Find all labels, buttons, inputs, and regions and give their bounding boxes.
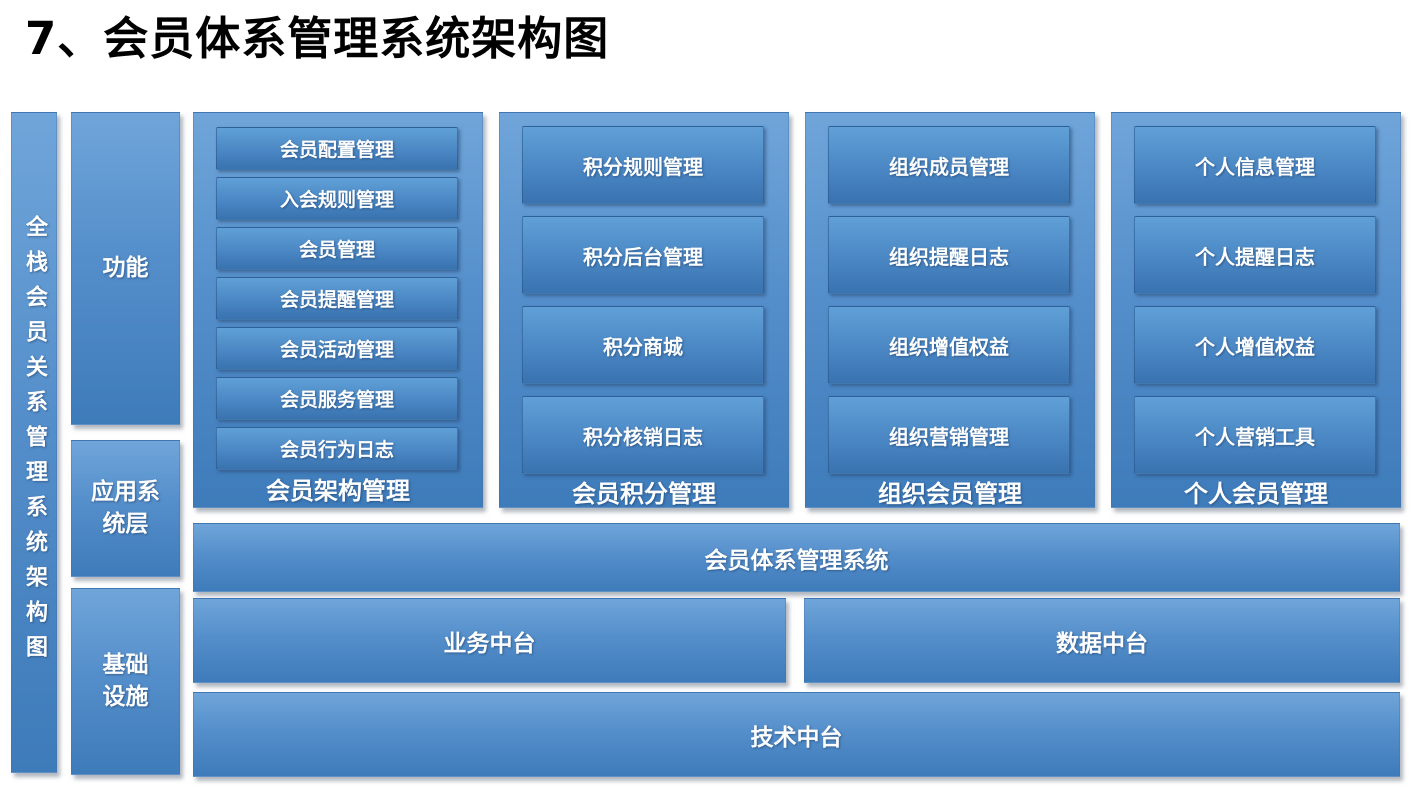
feature-box: 积分商城 xyxy=(522,306,764,384)
feature-box: 组织增值权益 xyxy=(828,306,1070,384)
feature-box-label: 个人信息管理 xyxy=(1195,154,1315,179)
feature-box-label: 会员提醒管理 xyxy=(279,289,394,311)
feature-box: 积分核销日志 xyxy=(522,396,764,474)
system-platform-bar: 会员体系管理系统 xyxy=(193,523,1400,592)
group-member-points: 积分规则管理 积分后台管理 积分商城 积分核销日志 会员积分管理 xyxy=(499,112,789,508)
feature-box: 会员服务管理 xyxy=(216,377,458,420)
group-member-architecture-label: 会员架构管理 xyxy=(266,477,410,505)
feature-box: 组织提醒日志 xyxy=(828,216,1070,294)
feature-box-label: 会员活动管理 xyxy=(279,339,394,361)
feature-box-label: 会员管理 xyxy=(298,239,375,261)
business-middle-platform-bar: 业务中台 xyxy=(193,598,786,683)
feature-box-label: 会员行为日志 xyxy=(279,439,394,461)
feature-box: 个人提醒日志 xyxy=(1134,216,1376,294)
technology-middle-platform-bar-label: 技术中台 xyxy=(750,724,843,751)
feature-box-label: 组织提醒日志 xyxy=(889,244,1009,269)
layer-application-system-label: 应用系 统层 xyxy=(91,479,160,537)
feature-box: 会员管理 xyxy=(216,227,458,270)
side-rail-label: 全栈会员关系管理系统架构图 xyxy=(22,215,47,670)
group-personal-member-label: 个人会员管理 xyxy=(1184,480,1328,508)
feature-box-label: 积分商城 xyxy=(603,334,683,359)
group-member-points-label: 会员积分管理 xyxy=(572,480,716,508)
feature-box-label: 组织增值权益 xyxy=(889,334,1009,359)
group-organization-member-items: 组织成员管理 组织提醒日志 组织增值权益 组织营销管理 xyxy=(806,113,1094,474)
group-member-architecture-items: 会员配置管理 入会规则管理 会员管理 会员提醒管理 会员活动管理 会员服务管理 … xyxy=(194,113,482,470)
layer-application-system: 应用系 统层 xyxy=(71,440,180,577)
feature-box-label: 组织营销管理 xyxy=(889,424,1009,449)
feature-box: 个人增值权益 xyxy=(1134,306,1376,384)
feature-box-label: 个人增值权益 xyxy=(1195,334,1315,359)
feature-box-label: 积分核销日志 xyxy=(583,424,703,449)
feature-box-label: 个人提醒日志 xyxy=(1195,244,1315,269)
group-member-architecture: 会员配置管理 入会规则管理 会员管理 会员提醒管理 会员活动管理 会员服务管理 … xyxy=(193,112,483,508)
feature-box: 个人营销工具 xyxy=(1134,396,1376,474)
layer-infrastructure: 基础 设施 xyxy=(71,588,180,775)
feature-box: 会员行为日志 xyxy=(216,427,458,470)
feature-box-label: 会员配置管理 xyxy=(279,139,394,161)
group-organization-member-label: 组织会员管理 xyxy=(878,480,1022,508)
group-organization-member: 组织成员管理 组织提醒日志 组织增值权益 组织营销管理 组织会员管理 xyxy=(805,112,1095,508)
business-middle-platform-bar-label: 业务中台 xyxy=(443,630,536,657)
data-middle-platform-bar: 数据中台 xyxy=(804,598,1400,683)
feature-box: 组织成员管理 xyxy=(828,126,1070,204)
system-platform-bar-label: 会员体系管理系统 xyxy=(704,547,889,574)
layer-function-label: 功能 xyxy=(102,254,149,281)
side-rail: 全栈会员关系管理系统架构图 xyxy=(11,112,57,773)
feature-box: 会员活动管理 xyxy=(216,327,458,370)
feature-box: 会员提醒管理 xyxy=(216,277,458,320)
feature-box: 积分后台管理 xyxy=(522,216,764,294)
feature-box-label: 积分规则管理 xyxy=(583,154,703,179)
feature-box: 积分规则管理 xyxy=(522,126,764,204)
feature-box-label: 会员服务管理 xyxy=(279,389,394,411)
layer-function: 功能 xyxy=(71,112,180,425)
feature-box-label: 组织成员管理 xyxy=(889,154,1009,179)
technology-middle-platform-bar: 技术中台 xyxy=(193,692,1400,777)
feature-box: 个人信息管理 xyxy=(1134,126,1376,204)
feature-box-label: 积分后台管理 xyxy=(583,244,703,269)
feature-box: 会员配置管理 xyxy=(216,127,458,170)
group-personal-member: 个人信息管理 个人提醒日志 个人增值权益 个人营销工具 个人会员管理 xyxy=(1111,112,1401,508)
group-personal-member-items: 个人信息管理 个人提醒日志 个人增值权益 个人营销工具 xyxy=(1112,113,1400,474)
feature-box-label: 入会规则管理 xyxy=(279,189,394,211)
group-member-points-items: 积分规则管理 积分后台管理 积分商城 积分核销日志 xyxy=(500,113,788,474)
feature-box: 入会规则管理 xyxy=(216,177,458,220)
layer-infrastructure-label: 基础 设施 xyxy=(102,652,149,710)
feature-box: 组织营销管理 xyxy=(828,396,1070,474)
feature-box-label: 个人营销工具 xyxy=(1195,424,1315,449)
data-middle-platform-bar-label: 数据中台 xyxy=(1056,630,1148,657)
page-title: 7、会员体系管理系统架构图 xyxy=(25,12,610,65)
